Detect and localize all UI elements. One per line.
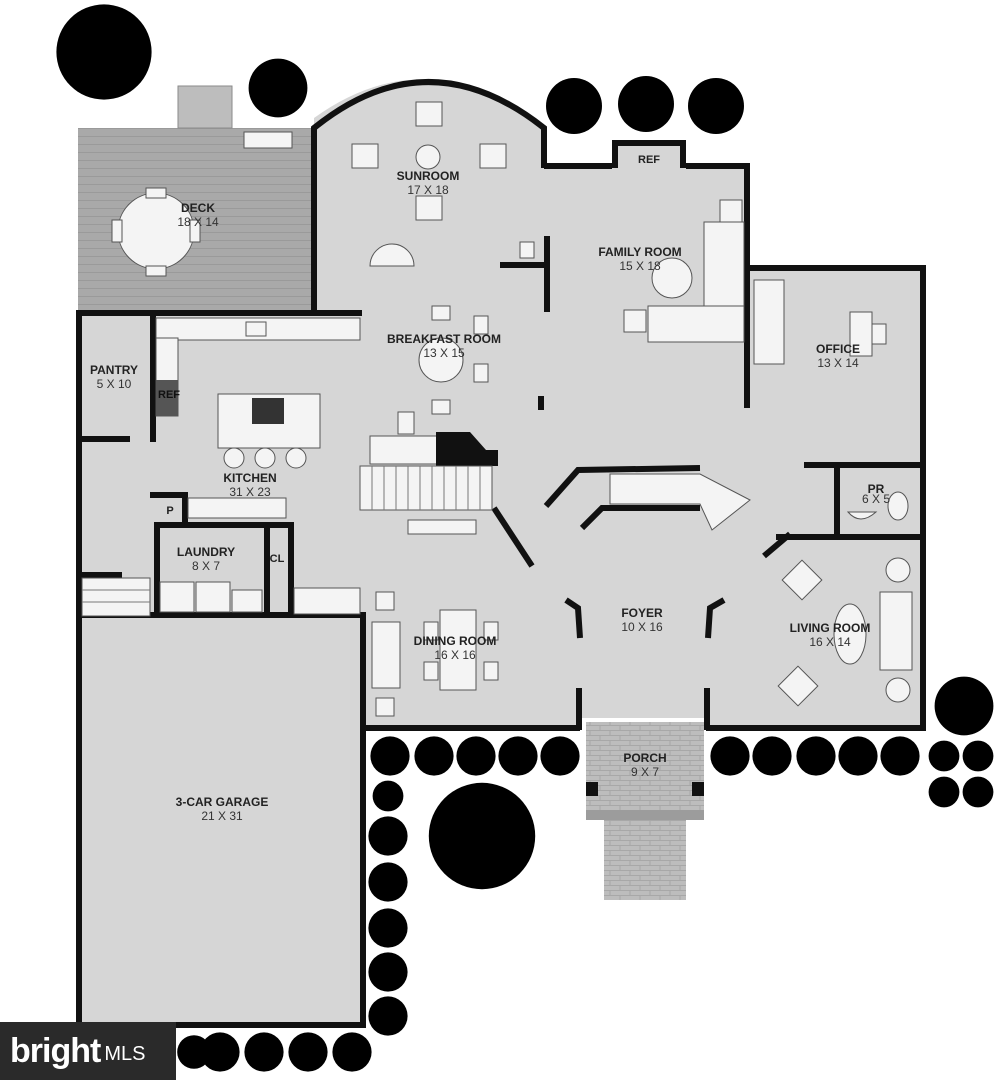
pantry-small-tag: P: [166, 505, 173, 517]
room-dims-living: 16 X 14: [809, 635, 851, 649]
room-name-porch: PORCH: [623, 751, 666, 765]
room-name-kitchen: KITCHEN: [223, 471, 276, 485]
room-name-living: LIVING ROOM: [790, 621, 871, 635]
room-name-sunroom: SUNROOM: [397, 169, 460, 183]
ref-kitchen-tag: REF: [158, 389, 180, 401]
room-dims-foyer: 10 X 16: [621, 620, 663, 634]
deck-stairs: [177, 85, 233, 129]
room-name-garage: 3-CAR GARAGE: [176, 795, 269, 809]
room-dims-sunroom: 17 X 18: [407, 183, 449, 197]
deck-chair-left: [111, 219, 123, 243]
furniture: [81, 101, 913, 717]
room-dims-breakfast: 13 X 15: [423, 346, 465, 360]
room-name-dining: DINING ROOM: [414, 634, 497, 648]
exterior-walls: [76, 79, 926, 1028]
room-name-family: FAMILY ROOM: [598, 245, 681, 259]
front-walkway: [604, 820, 686, 900]
deck-area: [78, 128, 314, 310]
room-dims-office: 13 X 14: [817, 356, 859, 370]
room-dims-dining: 16 X 16: [434, 648, 476, 662]
room-name-laundry: LAUNDRY: [177, 545, 235, 559]
deck-chair-top: [145, 187, 167, 199]
room-name-deck: DECK: [181, 201, 215, 215]
deck-chair-right: [189, 219, 201, 243]
porch-column: [692, 782, 704, 796]
porch-column: [586, 782, 598, 796]
room-name-breakfast: BREAKFAST ROOM: [387, 332, 501, 346]
room-name-pr: PR: [868, 482, 885, 496]
room-dims-pr: 6 X 5: [862, 492, 890, 506]
deck-chair-bottom: [145, 265, 167, 277]
room-name-office: OFFICE: [816, 342, 860, 356]
room-dims-kitchen: 31 X 23: [229, 485, 271, 499]
room-name-pantry: PANTRY: [90, 363, 138, 377]
room-dims-laundry: 8 X 7: [192, 559, 220, 573]
bright-mls-watermark: bright MLS: [0, 1022, 176, 1080]
porch-area: [586, 722, 704, 820]
room-dims-deck: 18 X 14: [177, 215, 219, 229]
room-dims-porch: 9 X 7: [631, 765, 659, 779]
room-dims-garage: 21 X 31: [201, 809, 243, 823]
porch-steps: [586, 810, 704, 820]
interior-walls: [82, 236, 924, 639]
watermark-brand: bright: [10, 1031, 101, 1070]
garage-doors: [76, 740, 82, 1014]
room-dims-family: 15 X 18: [619, 259, 661, 273]
room-dims-pantry: 5 X 10: [97, 377, 132, 391]
deck-bench: [243, 131, 293, 149]
watermark-suffix: MLS: [104, 1042, 146, 1065]
ref-family-tag: REF: [638, 154, 660, 166]
room-name-foyer: FOYER: [621, 606, 663, 620]
closet-tag: CL: [270, 553, 285, 565]
